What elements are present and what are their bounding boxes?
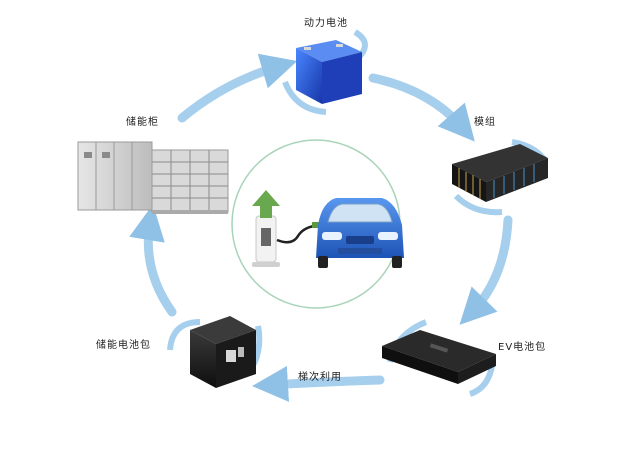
car-icon xyxy=(316,198,404,268)
arrow-module-to-evpack xyxy=(459,215,513,325)
label-cascade-use: 梯次利用 xyxy=(298,372,342,383)
cycle-arrows xyxy=(129,53,513,402)
storage-cabinet-icon xyxy=(77,141,229,214)
storage-battery-pack-icon xyxy=(167,316,263,388)
charging-station-icon xyxy=(252,190,320,267)
arrow-cabinet-to-cell xyxy=(177,53,298,123)
battery-module-icon xyxy=(452,139,549,216)
arrow-evpack-to-storagepack xyxy=(252,365,385,402)
arrow-cell-to-module xyxy=(368,73,475,142)
battery-cell-icon xyxy=(282,29,368,115)
label-power-battery: 动力电池 xyxy=(304,18,348,29)
arrow-storagepack-to-cabinet xyxy=(129,204,177,317)
label-module: 模组 xyxy=(474,117,496,128)
ev-battery-pack-icon xyxy=(382,319,496,397)
label-ev-pack: EV电池包 xyxy=(498,342,547,353)
label-storage-cabinet: 储能柜 xyxy=(126,117,159,128)
label-storage-pack: 储能电池包 xyxy=(96,340,151,351)
